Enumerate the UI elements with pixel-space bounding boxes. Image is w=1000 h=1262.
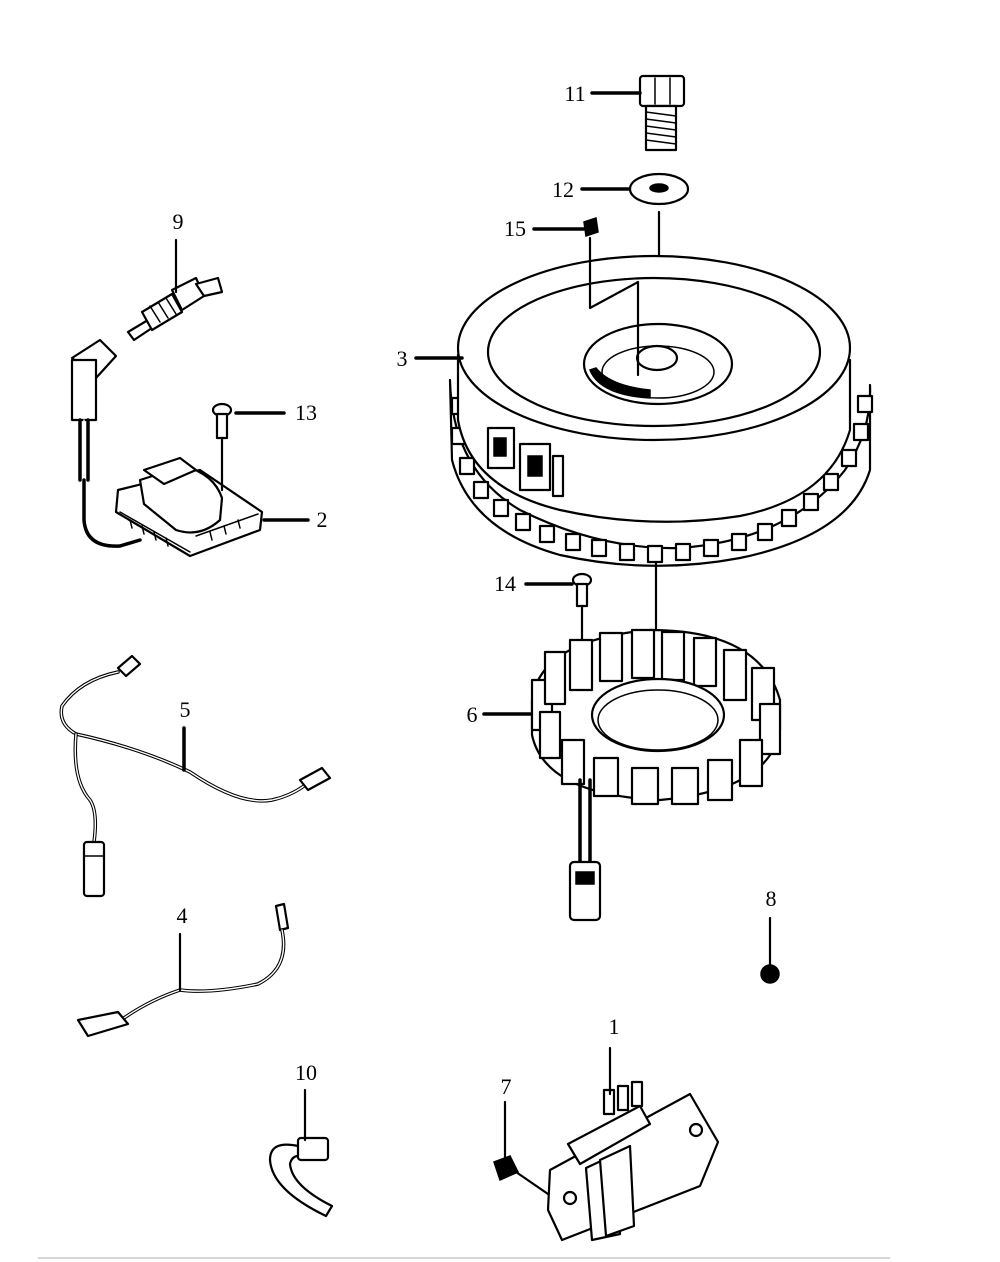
part-2-ignition-coil <box>70 338 264 558</box>
part-11-bolt <box>638 74 686 152</box>
callout-15: 15 <box>504 216 526 241</box>
part-10-clamp <box>268 1088 334 1218</box>
part-7-screw <box>493 1100 550 1196</box>
part-12-washer <box>628 172 690 206</box>
part-8-nut <box>760 916 780 984</box>
callout-9: 9 <box>173 209 184 234</box>
callout-11: 11 <box>564 81 585 106</box>
part-5-wire-harness <box>59 654 332 898</box>
callout-2: 2 <box>317 507 328 532</box>
callout-leaders <box>182 91 642 772</box>
callout-12: 12 <box>552 177 574 202</box>
part-13-screw <box>211 402 233 492</box>
callout-14: 14 <box>494 571 516 596</box>
callout-10: 10 <box>295 1060 317 1085</box>
part-9-spark-plug <box>126 238 224 342</box>
callout-5: 5 <box>180 697 191 722</box>
ring-gear-teeth <box>450 394 874 564</box>
part-6-stator <box>530 628 782 922</box>
callout-6: 6 <box>467 702 478 727</box>
part-3-flywheel <box>448 236 874 567</box>
callout-1: 1 <box>609 1014 620 1039</box>
callout-13: 13 <box>295 400 317 425</box>
callout-labels: 11 12 15 9 3 13 2 14 5 6 8 4 1 10 7 <box>173 81 777 1099</box>
part-4-ground-wire <box>76 902 290 1038</box>
part-15-key <box>583 217 599 237</box>
callout-7: 7 <box>501 1074 512 1099</box>
stator-poles <box>530 628 782 806</box>
callout-4: 4 <box>177 903 188 928</box>
part-1-regulator <box>546 1046 720 1242</box>
callout-3: 3 <box>397 346 408 371</box>
callout-8: 8 <box>766 886 777 911</box>
